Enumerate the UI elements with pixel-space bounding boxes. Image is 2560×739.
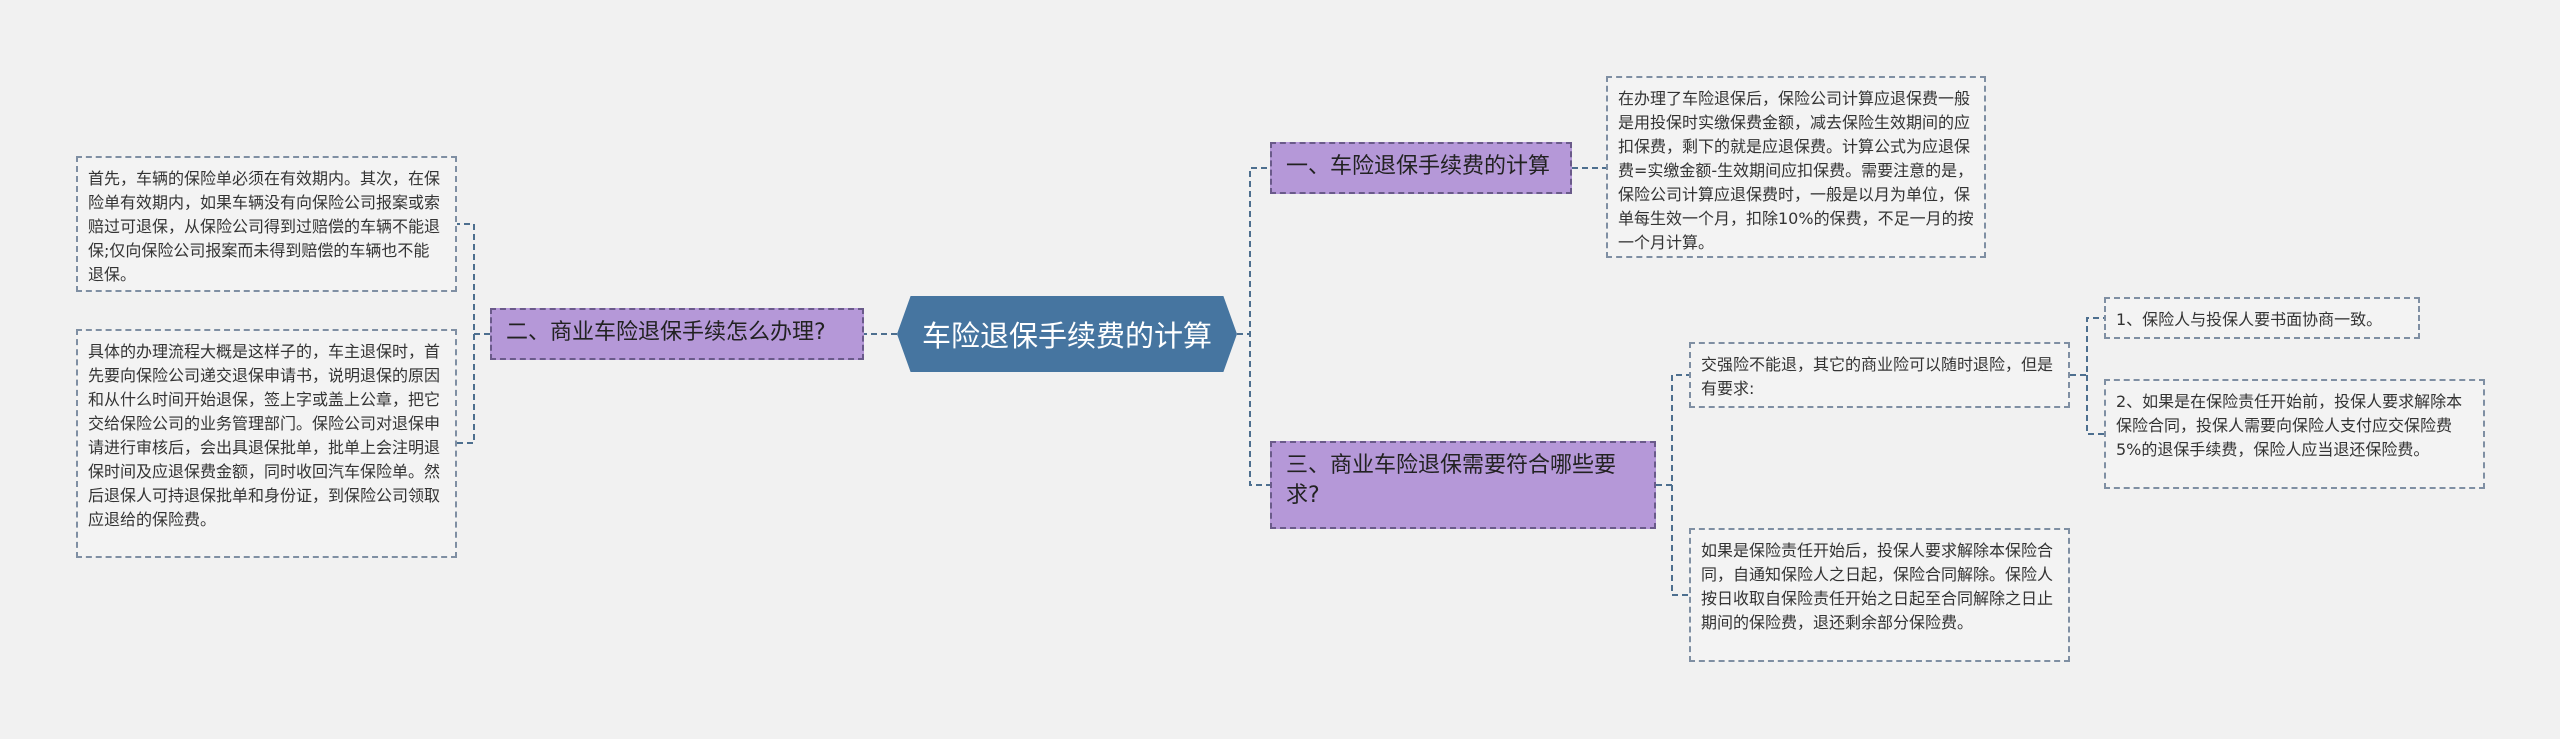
link-root-branch3 [1237, 333, 1270, 486]
branch-node-fee-calculation[interactable]: 一、车险退保手续费的计算 [1270, 142, 1572, 194]
leaf-after-coverage-start[interactable]: 如果是保险责任开始后，投保人要求解除本保险合同，自通知保险人之日起，保险合同解除… [1689, 528, 2070, 662]
root-node[interactable]: 车险退保手续费的计算 [897, 296, 1237, 372]
leaf-fee-calculation-detail[interactable]: 在办理了车险退保后，保险公司计算应退保费一般是用投保时实缴保费金额，减去保险生效… [1606, 76, 1986, 258]
leaf-compulsory-insurance[interactable]: 交强险不能退，其它的商业险可以随时退险，但是有要求: [1689, 342, 2070, 408]
branch-label: 二、商业车险退保手续怎么办理? [506, 320, 826, 345]
link-leaf-requirements [2070, 317, 2104, 435]
branch-label: 一、车险退保手续费的计算 [1286, 154, 1551, 179]
leaf-text: 在办理了车险退保后，保险公司计算应退保费一般是用投保时实缴保费金额，减去保险生效… [1618, 89, 1974, 252]
branch-label: 三、商业车险退保需要符合哪些要求? [1286, 453, 1617, 508]
leaf-text: 2、如果是在保险责任开始前，投保人要求解除本保险合同，投保人需要向保险人支付应交… [2116, 392, 2463, 459]
leaf-requirement-1[interactable]: 1、保险人与投保人要书面协商一致。 [2104, 297, 2420, 339]
leaf-text: 如果是保险责任开始后，投保人要求解除本保险合同，自通知保险人之日起，保险合同解除… [1701, 541, 2054, 632]
leaf-text: 首先，车辆的保险单必须在有效期内。其次，在保险单有效期内，如果车辆没有向保险公司… [88, 169, 441, 284]
leaf-requirement-2[interactable]: 2、如果是在保险责任开始前，投保人要求解除本保险合同，投保人需要向保险人支付应交… [2104, 379, 2485, 489]
leaf-text: 具体的办理流程大概是这样子的，车主退保时，首先要向保险公司递交退保申请书，说明退… [88, 342, 441, 529]
leaf-text: 交强险不能退，其它的商业险可以随时退险，但是有要求: [1701, 355, 2054, 398]
link-branch3-leaves [1656, 374, 1689, 596]
link-root-branch1 [1237, 167, 1270, 335]
branch-node-how-to-process[interactable]: 二、商业车险退保手续怎么办理? [490, 308, 864, 360]
link-branch2-leaves [457, 223, 490, 444]
leaf-eligibility[interactable]: 首先，车辆的保险单必须在有效期内。其次，在保险单有效期内，如果车辆没有向保险公司… [76, 156, 457, 292]
branch-node-requirements[interactable]: 三、商业车险退保需要符合哪些要求? [1270, 441, 1656, 529]
leaf-text: 1、保险人与投保人要书面协商一致。 [2116, 310, 2383, 329]
leaf-process-steps[interactable]: 具体的办理流程大概是这样子的，车主退保时，首先要向保险公司递交退保申请书，说明退… [76, 329, 457, 558]
root-label: 车险退保手续费的计算 [921, 319, 1212, 353]
